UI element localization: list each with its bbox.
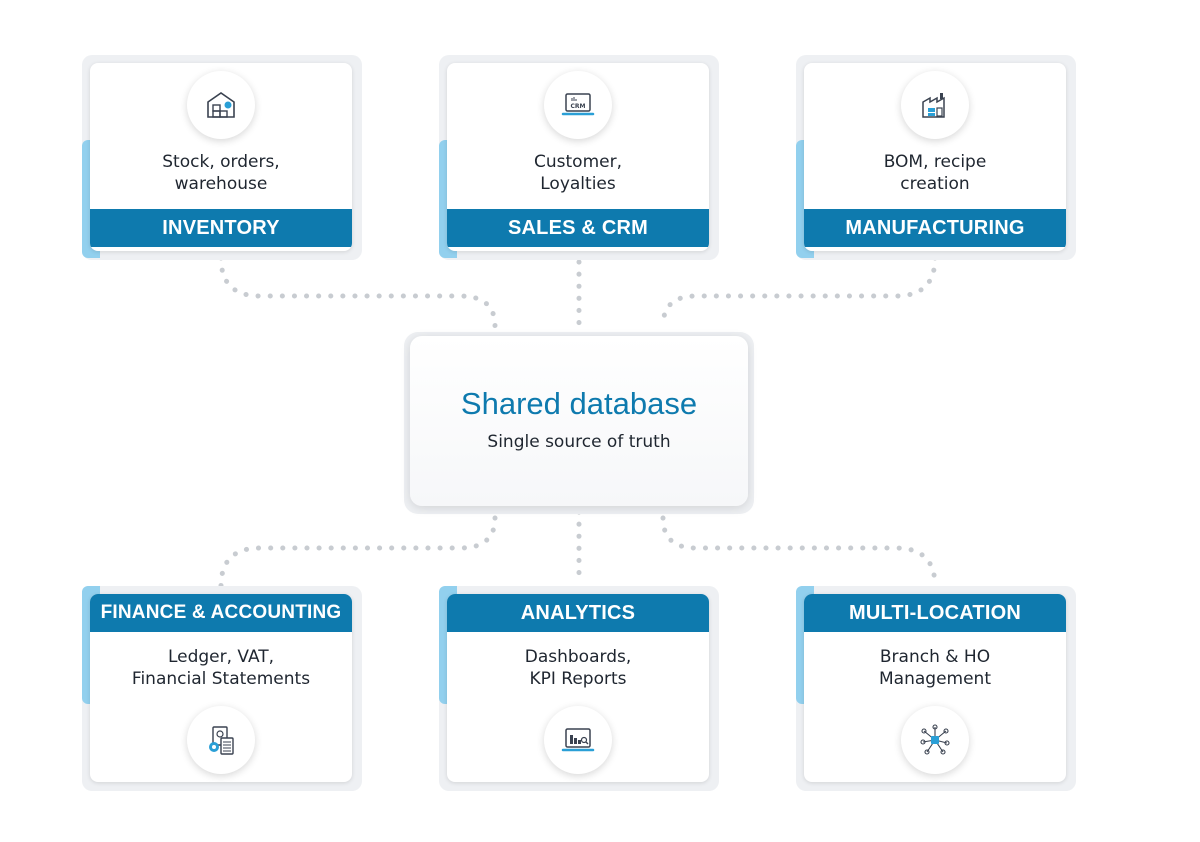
card-body: FINANCE & ACCOUNTING Ledger, VAT, Financ… — [90, 594, 352, 782]
icon-badge: CRM — [544, 71, 612, 139]
card-description: Dashboards, KPI Reports — [524, 647, 632, 689]
icon-badge — [544, 706, 612, 774]
finance-calculator-icon — [209, 726, 234, 755]
icon-badge — [187, 706, 255, 774]
connector-multi-location — [660, 515, 938, 589]
card-title: INVENTORY — [90, 209, 352, 247]
network-hub-icon — [920, 724, 950, 755]
module-card-multi-location: MULTI-LOCATION Branch & HO Management — [796, 586, 1076, 791]
crm-icon-label: CRM — [571, 103, 586, 110]
center-subtitle: Single source of truth — [487, 432, 671, 452]
analytics-chart-icon — [561, 728, 595, 752]
shared-database-box: Shared database Single source of truth — [410, 336, 748, 506]
module-card-sales-crm: CRM Customer, Loyalties SALES & CRM — [439, 55, 719, 260]
card-description: BOM, recipe creation — [883, 152, 987, 194]
module-card-analytics: ANALYTICS Dashboards, KPI Reports — [439, 586, 719, 791]
card-title: ANALYTICS — [447, 594, 709, 632]
card-title: MULTI-LOCATION — [804, 594, 1066, 632]
card-description: Stock, orders, warehouse — [162, 152, 280, 194]
center-title: Shared database — [460, 386, 698, 421]
card-title: MANUFACTURING — [804, 209, 1066, 247]
icon-badge — [187, 71, 255, 139]
card-description: Customer, Loyalties — [534, 152, 622, 194]
module-card-finance-accounting: FINANCE & ACCOUNTING Ledger, VAT, Financ… — [82, 586, 362, 791]
card-description: Ledger, VAT, Financial Statements — [131, 647, 311, 689]
warehouse-icon — [207, 92, 235, 118]
card-title: SALES & CRM — [447, 209, 709, 247]
connector-inventory — [218, 255, 498, 329]
icon-badge — [901, 71, 969, 139]
card-description: Branch & HO Management — [879, 647, 991, 689]
card-body: Stock, orders, warehouse INVENTORY — [90, 63, 352, 251]
factory-icon — [922, 93, 945, 118]
crm-laptop-icon: CRM — [561, 93, 595, 116]
module-card-manufacturing: BOM, recipe creation MANUFACTURING — [796, 55, 1076, 260]
connector-manufacturing — [660, 255, 938, 329]
connector-finance — [218, 515, 498, 589]
card-body: MULTI-LOCATION Branch & HO Management — [804, 594, 1066, 782]
icon-badge — [901, 706, 969, 774]
card-body: CRM Customer, Loyalties SALES & CRM — [447, 63, 709, 251]
card-body: BOM, recipe creation MANUFACTURING — [804, 63, 1066, 251]
module-card-inventory: Stock, orders, warehouse INVENTORY — [82, 55, 362, 260]
card-body: ANALYTICS Dashboards, KPI Reports — [447, 594, 709, 782]
card-title: FINANCE & ACCOUNTING — [90, 594, 352, 632]
